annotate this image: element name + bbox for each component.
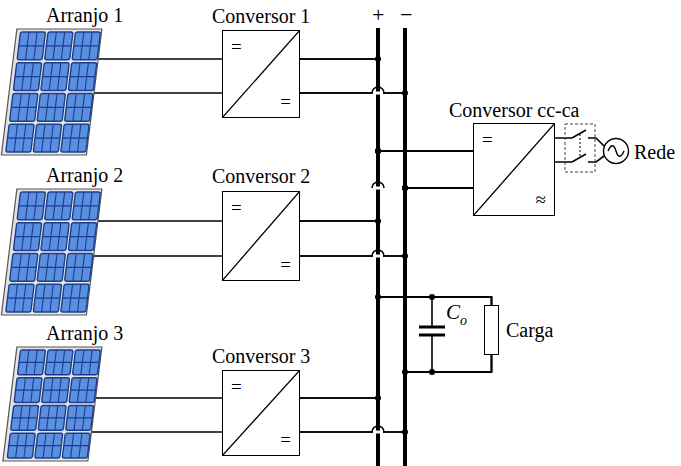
wire-connector (300, 151, 473, 256)
solar-panel (0, 346, 110, 462)
ac-source-circle (602, 137, 630, 165)
wire-connector (300, 297, 492, 432)
junction-dot (375, 56, 408, 435)
converter-title: Conversor 3 (212, 346, 310, 366)
resistor-symbol (484, 305, 499, 355)
dc-symbol: = (280, 430, 291, 449)
pv-array: Arranjo 2 (0, 162, 150, 320)
wire-hop (372, 87, 384, 434)
converter-title: Conversor 2 (212, 166, 310, 186)
wire-connector (300, 59, 473, 188)
converter: Conversor 1== (196, 3, 336, 119)
component-subscript: o (460, 314, 467, 328)
dc-symbol: = (482, 130, 493, 149)
converter-box: =≈ (473, 123, 555, 216)
solar-panel (0, 28, 110, 156)
dc-symbol: = (280, 92, 291, 111)
dc-symbol: = (231, 198, 242, 217)
solar-panel (0, 188, 110, 316)
converter-title: Conversor 1 (212, 6, 310, 26)
ac-symbol: ≈ (536, 190, 546, 209)
pv-array: Arranjo 3 (0, 320, 150, 464)
array-title: Arranjo 2 (46, 165, 123, 185)
wire-connector (91, 398, 222, 432)
load: Carga (480, 302, 564, 358)
grid-source: Rede (600, 136, 680, 166)
polarity-label: − (400, 4, 412, 26)
switch-symbol (565, 124, 595, 172)
capacitor-symbol (419, 297, 445, 372)
polarity-label: + (372, 4, 384, 26)
array-title: Arranjo 3 (46, 323, 123, 343)
pv-array: Arranjo 1 (0, 2, 150, 160)
dc-symbol: = (231, 377, 242, 396)
converter: Conversor 3== (196, 343, 336, 457)
converter-box: == (222, 370, 300, 456)
converter: Conversor cc-ca=≈ (420, 97, 596, 217)
converter: Conversor 2== (196, 163, 336, 281)
array-title: Arranjo 1 (46, 5, 123, 25)
wire-connector (94, 59, 222, 93)
grid-label: Rede (634, 142, 675, 162)
wire-connector (300, 151, 473, 432)
converter-box: == (222, 30, 300, 118)
component-label: C (446, 302, 460, 323)
load-label: Carga (506, 320, 553, 340)
converter-title: Conversor cc-ca (449, 100, 580, 120)
dc-symbol: = (231, 37, 242, 56)
converter-box: == (222, 191, 300, 281)
dc-symbol: = (280, 255, 291, 274)
wire-connector (94, 221, 222, 256)
